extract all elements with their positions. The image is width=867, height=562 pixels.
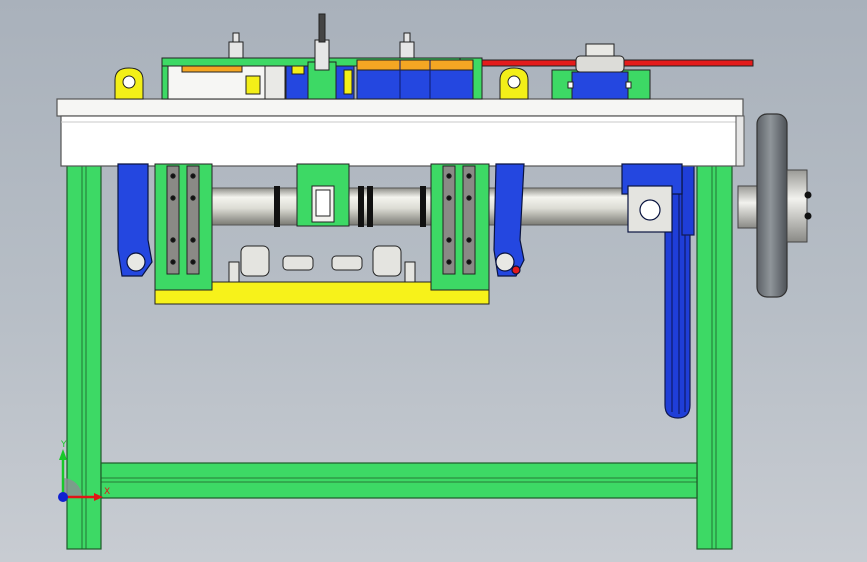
carriage[interactable] — [154, 163, 490, 305]
top-assembly[interactable] — [114, 13, 754, 100]
z-axis-dot — [58, 492, 68, 502]
yellow-lug-left[interactable] — [114, 67, 144, 100]
x-axis-label: X — [104, 487, 110, 497]
coordinate-triad: Y X — [58, 440, 110, 502]
side-arms[interactable] — [117, 163, 683, 277]
right-leg[interactable] — [696, 163, 733, 550]
flywheel[interactable] — [737, 113, 812, 298]
yellow-lug-right[interactable] — [499, 67, 529, 100]
top-plate[interactable] — [56, 98, 745, 167]
carriage-base[interactable] — [154, 281, 490, 305]
y-axis-label: Y — [60, 440, 67, 450]
frame[interactable] — [66, 163, 733, 550]
crossbar[interactable] — [100, 462, 698, 499]
